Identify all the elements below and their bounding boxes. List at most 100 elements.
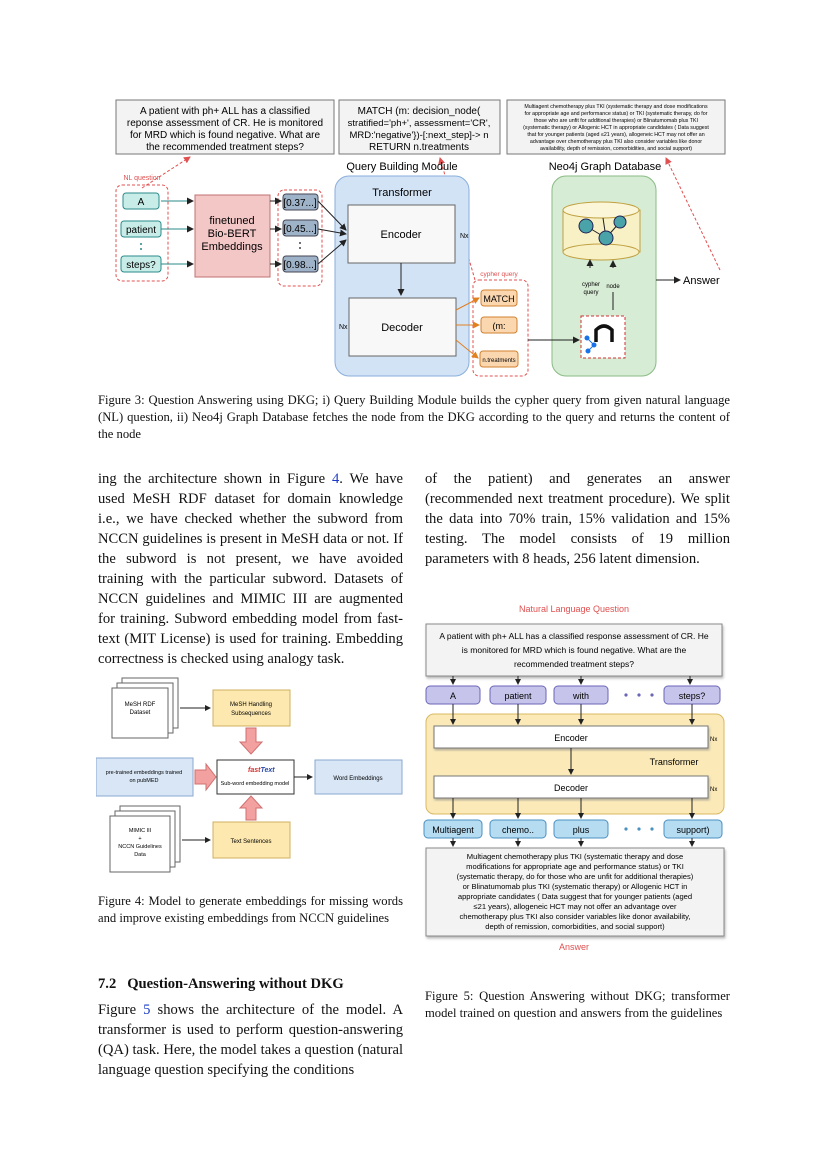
svg-text:stratified='ph+', assessment=': stratified='ph+', assessment='CR', (348, 118, 491, 129)
answer-label: Answer (559, 942, 589, 952)
figure-3-caption: Figure 3: Question Answering using DKG; … (98, 393, 730, 441)
svg-text:MeSH Handling: MeSH Handling (230, 702, 272, 708)
svg-text:MRD:'negative'})-[:next_step]-: MRD:'negative'})-[:next_step]-> n (349, 130, 488, 141)
svg-text:(systematic therapy, do for th: (systematic therapy, do for those who ar… (457, 872, 694, 881)
mesh-rdf-document-icon (111, 677, 179, 739)
svg-text:Nx: Nx (460, 233, 469, 240)
figure-3: A patient with ph+ ALL has a classified … (115, 99, 726, 377)
svg-text:MIMIC III: MIMIC III (129, 828, 152, 834)
svg-text:availability, depth of remissi: availability, depth of remission, comorb… (540, 146, 692, 152)
nlq-label: Natural Language Question (519, 604, 629, 614)
up-arrow-icon (238, 795, 264, 821)
token-a (122, 192, 160, 210)
svg-text:or Blinatumomab plus TKI (syst: or Blinatumomab plus TKI (systematic the… (463, 882, 688, 891)
svg-text:Nx: Nx (339, 324, 348, 331)
word-embeddings-box (314, 759, 403, 795)
nl-question-text: A patient with ph+ ALL has a classified … (127, 106, 323, 153)
svg-text:for MRD which is found negativ: for MRD which is found negative. What ar… (130, 130, 321, 141)
svg-text:MATCH (m: decision_node(: MATCH (m: decision_node( (358, 106, 481, 117)
svg-text:Data: Data (134, 852, 147, 858)
neo4j-logo-icon (584, 324, 614, 354)
transformer-title: Transformer (372, 187, 432, 199)
vector-3: [0.98...] (283, 260, 317, 271)
svg-text:Encoder: Encoder (381, 229, 422, 241)
svg-text:on pubMED: on pubMED (129, 778, 158, 784)
svg-text:reponse assessment of CR. He i: reponse assessment of CR. He is monitore… (127, 118, 323, 129)
svg-text:A: A (450, 691, 456, 701)
figure-4-caption: Figure 4: Model to generate embeddings f… (98, 894, 403, 925)
biobert-box (194, 194, 271, 278)
svg-text:Decoder: Decoder (381, 322, 423, 334)
svg-text:for appropriate age and perfor: for appropriate age and performance stat… (525, 111, 708, 117)
encoder-box (347, 204, 456, 264)
svg-text:Bio-BERT: Bio-BERT (208, 228, 257, 240)
vector-2: [0.45...] (283, 224, 317, 235)
output-token-support (663, 819, 723, 839)
svg-text:Embeddings: Embeddings (201, 241, 263, 253)
svg-text:pre-trained embeddings trained: pre-trained embeddings trained (106, 770, 182, 776)
svg-text:Encoder: Encoder (554, 733, 588, 743)
mesh-handling-box (212, 689, 291, 727)
svg-text:advantage over chemotherapy pl: advantage over chemotherapy plus TKI als… (530, 139, 702, 145)
svg-text:Sub-word embedding model: Sub-word embedding model (221, 781, 290, 787)
svg-text:query: query (583, 290, 598, 296)
svg-text:appropriate candidates ( Data: appropriate candidates ( Data suggest th… (458, 892, 692, 901)
svg-text:fastText: fastText (248, 767, 275, 774)
svg-text:Subsequences: Subsequences (231, 711, 271, 717)
svg-text:that for younger patients (age: that for younger patients (aged ≤21 year… (527, 132, 704, 138)
svg-text:the recommended treatment step: the recommended treatment steps? (146, 142, 304, 153)
svg-text:Text Sentences: Text Sentences (230, 839, 271, 845)
answer-output-label: Answer (683, 275, 720, 287)
left-paragraph: ing the architecture shown in Figure 4. … (98, 471, 403, 667)
decoder-block (433, 775, 709, 799)
svg-text:chemotherapy plus TKI also con: chemotherapy plus TKI also consider vari… (459, 912, 690, 921)
svg-text:Word Embeddings: Word Embeddings (333, 776, 382, 782)
answer-box (425, 847, 725, 937)
down-arrow-icon (238, 727, 264, 755)
query-module-title: Query Building Module (346, 161, 457, 173)
figure-4: MeSH RDF Dataset MeSH Handling Subsequen… (96, 677, 403, 873)
text-sentences-box (212, 821, 291, 859)
figure-5-link[interactable]: 5 (143, 1002, 151, 1018)
svg-text:depth of remission, comorbidit: depth of remission, comorbidities, and s… (485, 922, 665, 931)
svg-text:+: + (138, 836, 141, 842)
right-paragraph: of the patient) and generates an answer … (425, 471, 730, 567)
svg-text:A patient with ph+ ALL has a c: A patient with ph+ ALL has a classified (140, 106, 310, 117)
svg-text:Multiagent chemotherapy plus T: Multiagent chemotherapy plus TKI (system… (467, 852, 683, 861)
svg-text:MeSH RDF: MeSH RDF (125, 702, 156, 708)
answer-text: Multiagent chemotherapy plus TKI (system… (523, 104, 709, 152)
right-arrow-icon (194, 762, 217, 792)
section-heading: 7.2 Question-Answering without DKG (98, 976, 344, 992)
svg-text:chemo..: chemo.. (502, 825, 534, 835)
svg-text:steps?: steps? (679, 691, 706, 701)
cypher-token-m: (m: (493, 321, 506, 331)
vector-1: [0.37...] (283, 198, 317, 209)
svg-text:A: A (138, 197, 145, 208)
svg-text:patient: patient (504, 691, 532, 701)
svg-text:those who are unfit for additi: those who are unfit for additional thera… (534, 118, 698, 124)
svg-text:with: with (572, 691, 589, 701)
figure-5: Natural Language Question A patient with… (423, 604, 725, 952)
cypher-token-match: MATCH (483, 294, 514, 304)
svg-text:≤21 years), allogeneic HCT may: ≤21 years), allogeneic HCT may not offer… (473, 902, 677, 911)
figure-4-link[interactable]: 4 (331, 471, 340, 487)
svg-text:recommended treatment steps?: recommended treatment steps? (514, 659, 634, 669)
svg-text:(systematic therapy) or Alloge: (systematic therapy) or Allogenic HCT in… (523, 125, 709, 131)
svg-text:steps?: steps? (126, 260, 156, 271)
svg-text:node: node (606, 284, 620, 290)
fasttext-box (216, 759, 295, 795)
question-box (425, 623, 723, 677)
svg-text:modifications for appropriate: modifications for appropriate age and pe… (466, 862, 684, 871)
svg-text:Multiagent: Multiagent (432, 825, 474, 835)
neo4j-title: Neo4j Graph Database (549, 161, 662, 173)
svg-text:patient: patient (126, 225, 156, 236)
svg-text:A patient with ph+ ALL has a c: A patient with ph+ ALL has a classified … (439, 631, 709, 641)
cypher-query-label: cypher query (480, 271, 518, 278)
nl-question-label: NL question (123, 175, 160, 182)
svg-text:Decoder: Decoder (554, 783, 588, 793)
svg-text:plus: plus (573, 825, 590, 835)
svg-text:NCCN Guidelines: NCCN Guidelines (118, 844, 162, 850)
pretrained-box (96, 757, 194, 797)
svg-text:Nx: Nx (710, 787, 717, 793)
cypher-query-text: MATCH (m: decision_node( stratified='ph+… (348, 106, 491, 153)
